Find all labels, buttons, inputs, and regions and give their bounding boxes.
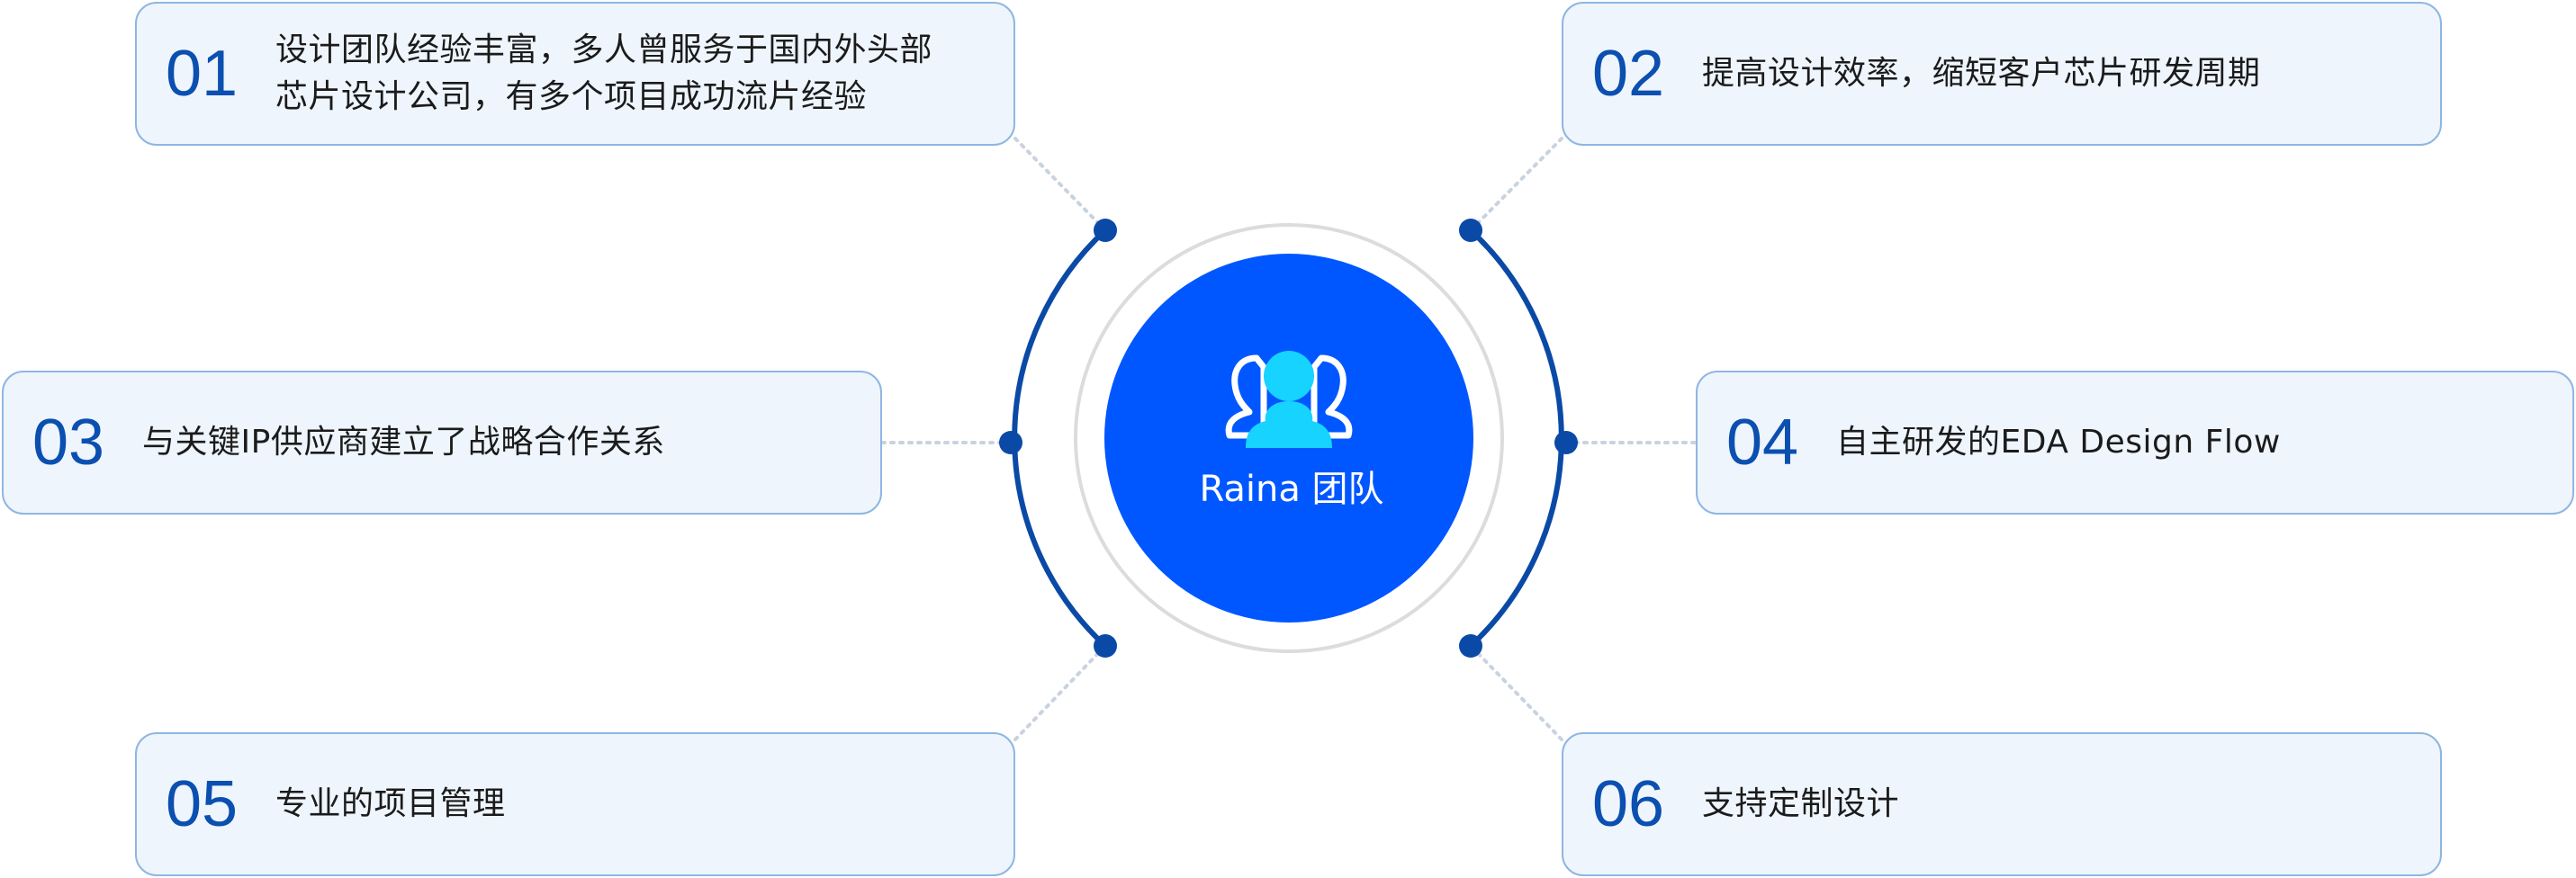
- card-text-line: 自主研发的EDA Design Flow: [1836, 424, 2281, 461]
- connector-01: [1013, 137, 1107, 232]
- card-number: 03: [32, 407, 105, 479]
- card-text: 与关键IP供应商建立了战略合作关系: [142, 419, 665, 466]
- card-number: 01: [166, 38, 239, 110]
- card-number: 06: [1592, 768, 1665, 840]
- card-text: 提高设计效率，缩短客户芯片研发周期: [1702, 50, 2261, 97]
- card-text-line: 提高设计效率，缩短客户芯片研发周期: [1702, 55, 2261, 92]
- card-number: 05: [166, 768, 239, 840]
- card-number: 04: [1726, 407, 1799, 479]
- feature-card-03: 03 与关键IP供应商建立了战略合作关系: [2, 371, 882, 515]
- feature-card-06: 06 支持定制设计: [1562, 732, 2442, 876]
- feature-card-01: 01 设计团队经验丰富，多人曾服务于国内外头部 芯片设计公司，有多个项目成功流片…: [135, 2, 1015, 146]
- node-dot-02: [1459, 219, 1482, 242]
- card-text-line: 与关键IP供应商建立了战略合作关系: [142, 424, 665, 461]
- center-title: Raina 团队: [1199, 469, 1384, 510]
- node-dot-03: [999, 431, 1022, 454]
- card-number: 02: [1592, 38, 1665, 110]
- node-dot-06: [1459, 634, 1482, 658]
- node-dot-05: [1094, 634, 1117, 658]
- feature-card-02: 02 提高设计效率，缩短客户芯片研发周期: [1562, 2, 2442, 146]
- card-text: 设计团队经验丰富，多人曾服务于国内外头部 芯片设计公司，有多个项目成功流片经验: [275, 27, 932, 121]
- card-text-line: 专业的项目管理: [275, 785, 506, 822]
- card-text: 自主研发的EDA Design Flow: [1836, 419, 2281, 466]
- team-icon: [1225, 351, 1353, 448]
- card-text-line: 支持定制设计: [1702, 785, 1900, 822]
- card-text-line: 芯片设计公司，有多个项目成功流片经验: [275, 78, 868, 115]
- connector-02: [1469, 137, 1563, 232]
- card-text-line: 设计团队经验丰富，多人曾服务于国内外头部: [275, 31, 933, 68]
- node-dot-04: [1554, 431, 1578, 454]
- connector-05: [1013, 644, 1107, 741]
- feature-card-05: 05 专业的项目管理: [135, 732, 1015, 876]
- card-text: 专业的项目管理: [275, 781, 506, 828]
- connector-06: [1469, 644, 1563, 741]
- card-text: 支持定制设计: [1702, 781, 1899, 828]
- feature-card-04: 04 自主研发的EDA Design Flow: [1696, 371, 2574, 515]
- node-dot-01: [1094, 219, 1117, 242]
